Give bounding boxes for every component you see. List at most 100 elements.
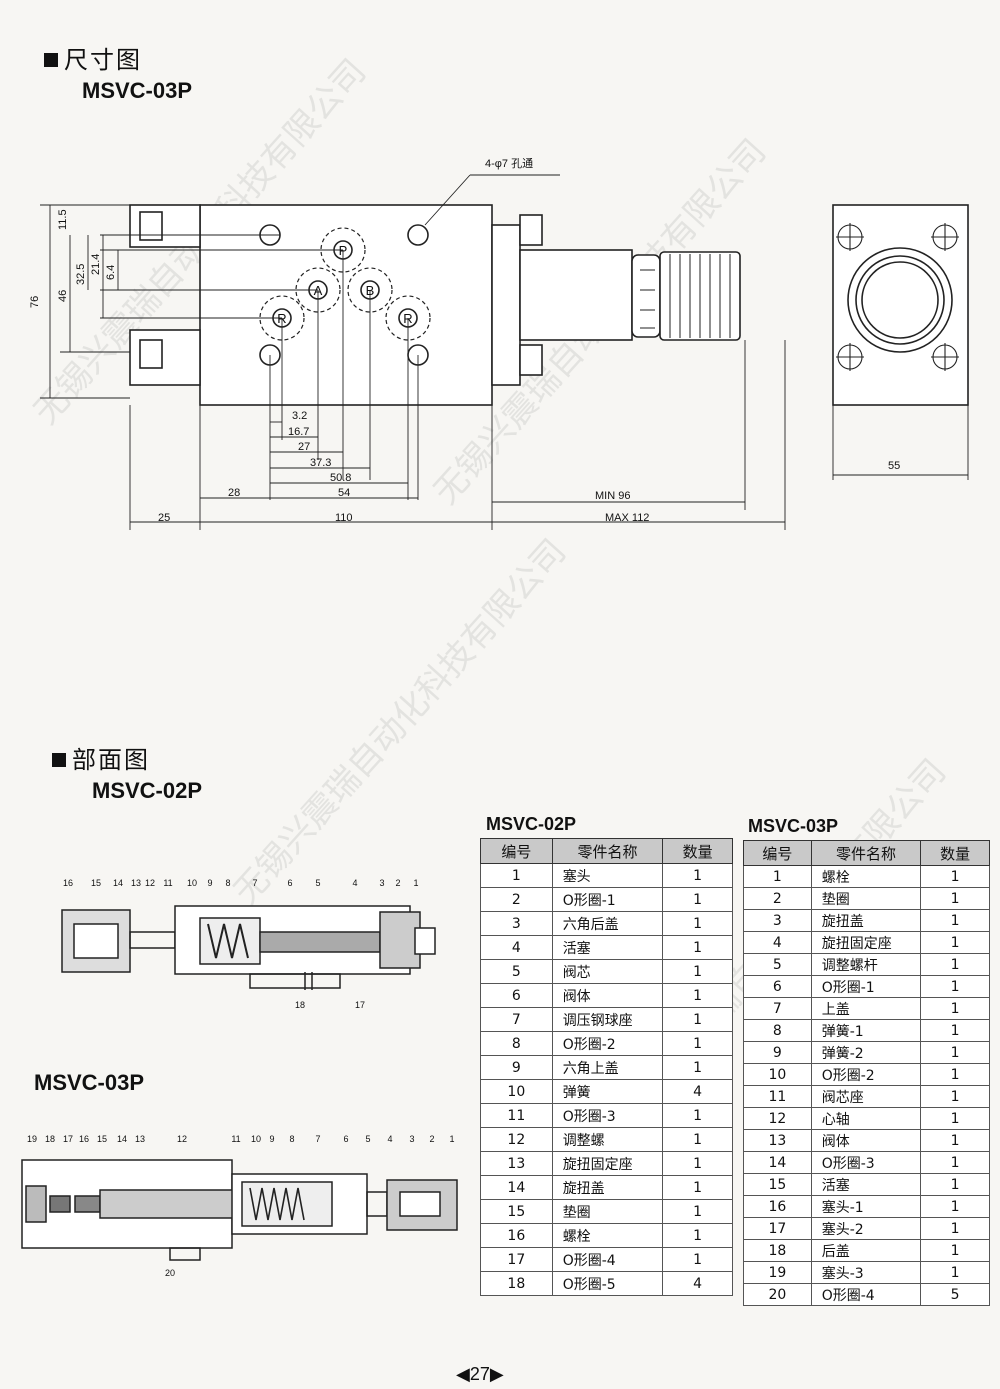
part-name-cell: 六角后盖 (551, 911, 664, 936)
quantity-cell: 1 (920, 1217, 990, 1240)
part-number-cell: 18 (743, 1239, 812, 1262)
part-number-cell: 1 (480, 863, 553, 888)
table-model-label: MSVC-03P (748, 816, 839, 836)
dim-label: 6.4 (105, 265, 117, 280)
model-label: MSVC-03P (82, 78, 193, 103)
part-name-cell: 弹簧-2 (810, 1041, 922, 1064)
header-cell: 数量 (662, 838, 733, 864)
dim-label: 110 (335, 512, 353, 524)
part-name-cell: 活塞 (551, 935, 664, 960)
part-number-cell: 15 (743, 1173, 812, 1196)
svg-text:13: 13 (135, 1134, 145, 1144)
quantity-cell: 1 (920, 1261, 990, 1284)
part-name-cell: O形圈-5 (551, 1271, 664, 1296)
part-number-cell: 4 (480, 935, 553, 960)
part-number-cell: 8 (480, 1031, 553, 1056)
quantity-cell: 1 (920, 1063, 990, 1086)
dim-label: 28 (228, 487, 240, 499)
callout-row: 16 15 14 13 12 11 10 9 8 7 6 5 4 3 2 1 1… (63, 878, 419, 1010)
quantity-cell: 1 (662, 1103, 733, 1128)
svg-text:4: 4 (352, 878, 357, 888)
part-number-cell: 8 (743, 1019, 812, 1042)
part-number-cell: 16 (743, 1195, 812, 1218)
part-name-cell: 塞头 (551, 863, 664, 888)
header-cell: 零件名称 (810, 840, 922, 866)
header-cell: 数量 (920, 840, 990, 866)
quantity-cell: 1 (662, 887, 733, 912)
part-name-cell: 调整螺杆 (810, 953, 922, 976)
table-header-row: 编号 零件名称 数量 (480, 838, 733, 864)
part-name-cell: 旋扭固定座 (551, 1151, 664, 1176)
quantity-cell: 1 (662, 1247, 733, 1272)
part-name-cell: 垫圈 (551, 1199, 664, 1224)
quantity-cell: 1 (662, 911, 733, 936)
quantity-cell: 1 (662, 959, 733, 984)
dim-label: 46 (57, 290, 69, 302)
svg-text:16: 16 (79, 1134, 89, 1144)
quantity-cell: 1 (920, 1239, 990, 1262)
part-number-cell: 17 (743, 1217, 812, 1240)
part-name-cell: 后盖 (810, 1239, 922, 1262)
quantity-cell: 1 (920, 1195, 990, 1218)
port-r: R (277, 311, 286, 326)
part-name-cell: O形圈-4 (810, 1283, 922, 1306)
dim-label: 21.4 (90, 254, 102, 275)
quantity-cell: 1 (920, 1129, 990, 1152)
section-drawing-02p: 16 15 14 13 12 11 10 9 8 7 6 5 4 3 2 1 1… (61, 878, 436, 1010)
part-name-cell: 心轴 (810, 1107, 922, 1130)
part-name-cell: 旋扭固定座 (810, 931, 922, 954)
part-name-cell: 弹簧 (551, 1079, 664, 1104)
svg-text:18: 18 (45, 1134, 55, 1144)
part-name-cell: O形圈-1 (551, 887, 664, 912)
part-name-cell: 上盖 (810, 997, 922, 1020)
dim-label: MIN 96 (595, 490, 630, 502)
dim-label: MAX 112 (605, 512, 649, 524)
svg-text:7: 7 (315, 1134, 320, 1144)
part-name-cell: 塞头-3 (810, 1261, 922, 1284)
quantity-cell: 1 (920, 1041, 990, 1064)
quantity-cell: 1 (920, 909, 990, 932)
triangle-right-icon: ▶ (489, 1364, 504, 1384)
dim-label: 27 (298, 441, 310, 453)
svg-text:13: 13 (131, 878, 141, 888)
svg-text:2: 2 (395, 878, 400, 888)
part-number-cell: 20 (743, 1283, 812, 1306)
port-b: B (366, 283, 375, 298)
quantity-cell: 1 (920, 1019, 990, 1042)
svg-text:2: 2 (429, 1134, 434, 1144)
valve-body-outline (199, 204, 493, 406)
part-number-cell: 16 (480, 1223, 553, 1248)
page-number: ◀27▶ (456, 1364, 504, 1385)
quantity-cell: 1 (662, 983, 733, 1008)
model-label: MSVC-03P (34, 1070, 145, 1095)
svg-text:15: 15 (97, 1134, 107, 1144)
quantity-cell: 1 (662, 1199, 733, 1224)
svg-text:8: 8 (225, 878, 230, 888)
part-name-cell: 垫圈 (810, 887, 922, 910)
part-number-cell: 12 (480, 1127, 553, 1152)
part-name-cell: 螺栓 (810, 865, 922, 888)
quantity-cell: 1 (920, 865, 990, 888)
quantity-cell: 1 (662, 1031, 733, 1056)
part-number-cell: 17 (480, 1247, 553, 1272)
svg-text:18: 18 (295, 1000, 305, 1010)
quantity-cell: 1 (920, 1107, 990, 1130)
svg-text:17: 17 (63, 1134, 73, 1144)
quantity-cell: 1 (662, 863, 733, 888)
